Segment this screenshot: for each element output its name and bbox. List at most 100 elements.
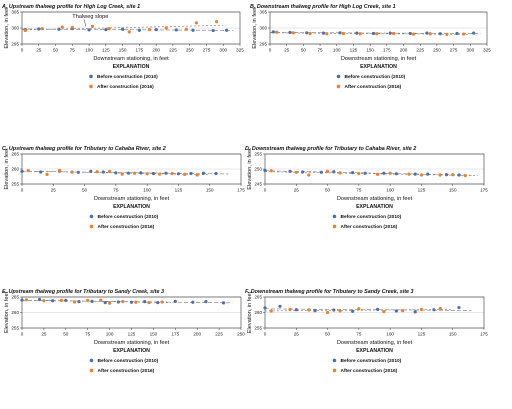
y-tick-label: 260: [11, 310, 19, 315]
x-tick-label: 125: [418, 188, 426, 193]
x-tick-label: 200: [400, 48, 408, 53]
y-axis-label: Elevation, in feet: [4, 291, 10, 333]
data-point-after: [375, 32, 379, 36]
x-tick-label: 0: [21, 188, 24, 193]
data-point-after: [57, 168, 62, 173]
y-tick-label: 300: [11, 26, 19, 31]
x-axis-label: Downstream stationing, in feet: [93, 56, 169, 62]
y-tick-label: 295: [11, 42, 19, 47]
data-point-before: [51, 299, 55, 303]
data-point-before: [472, 31, 476, 35]
data-point-before: [263, 168, 267, 173]
x-tick-label: 100: [386, 188, 394, 193]
x-tick-label: 75: [356, 188, 362, 193]
legend-label-before: Before construction (2010): [98, 214, 159, 220]
x-tick-label: 175: [480, 188, 488, 193]
data-point-before: [176, 172, 181, 176]
data-point-before: [126, 171, 130, 175]
x-tick-label: 175: [171, 332, 179, 337]
x-tick-label: 300: [219, 48, 227, 53]
y-axis-label: Elevation, in feet: [4, 7, 10, 49]
x-tick-label: 175: [383, 48, 391, 53]
data-point-after: [70, 25, 74, 29]
y-tick-label: 265: [11, 152, 19, 157]
panel-b-title: B. Downstream thalweg profile for High L…: [250, 4, 396, 10]
y-tick-label: 245: [254, 182, 262, 187]
legend-label-before: Before construction (2010): [341, 358, 402, 364]
data-point-before: [288, 30, 292, 35]
data-point-after: [23, 28, 27, 33]
annotation-leader-line: [84, 19, 86, 27]
data-point-after: [147, 300, 151, 305]
legend-marker-after: [89, 224, 94, 229]
panel-f: F. Downstream thalweg profile for Tribut…: [245, 289, 488, 374]
data-point-after: [134, 300, 138, 304]
data-point-after: [325, 169, 330, 173]
y-tick-label: 265: [11, 295, 19, 300]
data-point-after: [95, 170, 99, 174]
legend-label-after: After construction (2016): [341, 368, 398, 374]
data-point-after: [357, 307, 361, 311]
y-tick-label: 255: [254, 326, 262, 331]
data-point-after: [357, 171, 361, 176]
data-point-before: [263, 306, 267, 310]
data-point-after: [133, 171, 137, 175]
data-point-after: [90, 24, 95, 28]
y-tick-label: 260: [11, 167, 19, 172]
data-point-before: [376, 307, 380, 311]
panel-c: C. Upstream thalweg profile for Tributar…: [2, 146, 245, 230]
panel-a-title: A. Upstream thalweg profile for High Log…: [1, 4, 140, 10]
x-tick-label: 50: [301, 48, 307, 53]
data-point-after: [269, 309, 273, 313]
x-tick-label: 150: [449, 332, 457, 337]
data-point-after: [308, 31, 312, 36]
data-point-before: [413, 310, 417, 314]
data-point-before: [191, 300, 195, 304]
data-point-after: [438, 306, 442, 311]
y-axis-label: Elevation, in feet: [247, 291, 253, 333]
legend-marker-after: [336, 84, 341, 89]
data-point-before: [426, 172, 430, 176]
x-tick-label: 25: [294, 332, 300, 337]
legend-marker-before: [332, 358, 337, 363]
series-before-trend-line: [21, 28, 234, 31]
data-point-after: [160, 300, 164, 304]
x-tick-label: 75: [85, 332, 91, 337]
x-tick-label: 0: [264, 332, 267, 337]
y-tick-label: 305: [11, 10, 19, 15]
data-point-after: [72, 300, 77, 304]
panel-c-title: C. Upstream thalweg profile for Tributar…: [2, 146, 166, 152]
data-point-after: [338, 171, 342, 175]
legend-marker-before: [336, 74, 341, 79]
data-point-before: [20, 169, 24, 173]
data-point-before: [355, 31, 359, 35]
data-point-before: [101, 170, 105, 174]
legend-title: EXPLANATION: [356, 348, 393, 354]
data-point-before: [143, 300, 147, 304]
data-point-after: [107, 27, 111, 31]
series-before-trend-line: [21, 171, 229, 175]
data-point-before: [363, 171, 367, 175]
data-point-after: [147, 28, 152, 32]
data-point-before: [300, 170, 305, 174]
data-point-before: [139, 171, 143, 175]
data-point-before: [455, 31, 459, 36]
data-point-before: [457, 305, 461, 310]
legend-marker-before: [89, 74, 93, 79]
data-point-after: [121, 300, 125, 304]
series-after-trend-line: [264, 171, 478, 176]
data-point-after: [338, 309, 342, 313]
data-point-before: [164, 171, 168, 175]
data-point-before: [154, 28, 158, 32]
data-point-after: [401, 309, 405, 313]
x-tick-label: 125: [350, 48, 358, 53]
series-before-trend-line: [269, 32, 481, 34]
panel-d-title: D. Downstream thalweg profile for Tribut…: [245, 146, 416, 152]
x-tick-label: 100: [143, 188, 151, 193]
x-axis-label: Downstream stationing, in feet: [337, 196, 413, 202]
data-point-after: [407, 172, 411, 176]
x-tick-label: 100: [386, 332, 394, 337]
x-tick-label: 25: [51, 188, 57, 193]
data-point-after: [463, 174, 467, 178]
